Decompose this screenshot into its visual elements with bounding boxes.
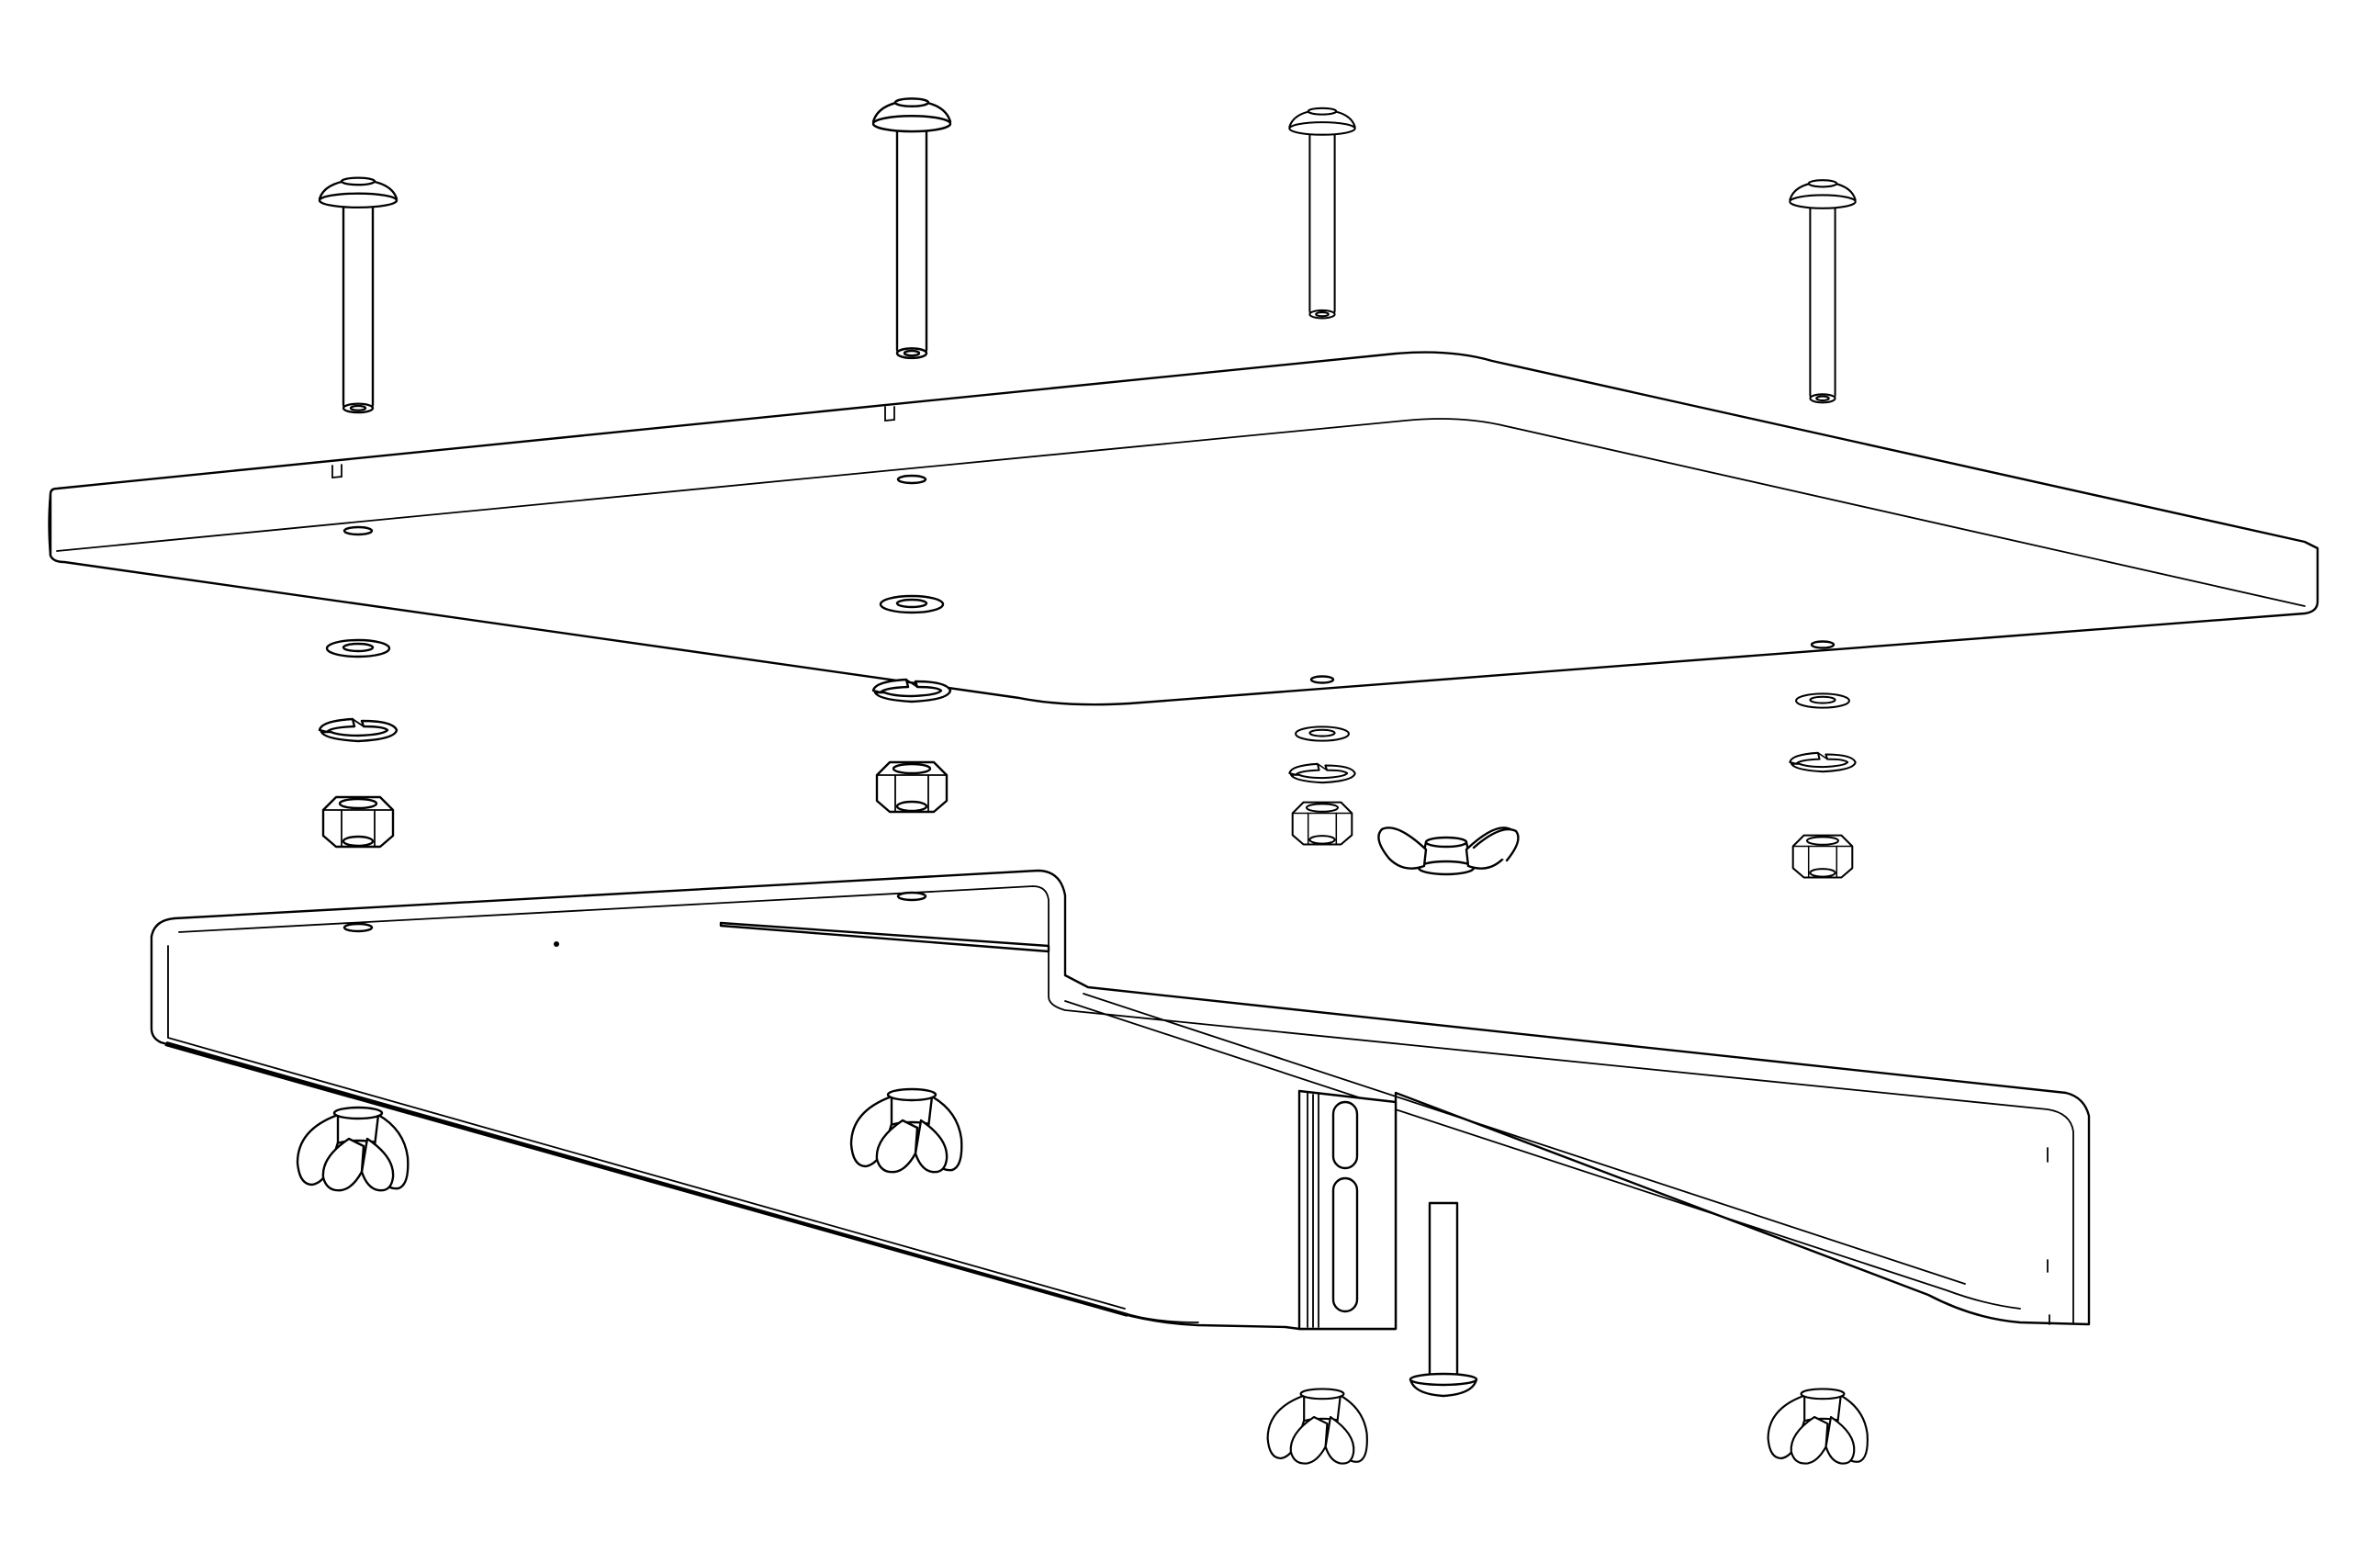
wing-nut-lower-3 [1266,1388,1368,1465]
bracket [150,869,2091,1331]
top-plate [48,351,2319,706]
bolt-4 [1789,179,1857,404]
flat-washer-2 [879,594,945,614]
wing-nut-lower-4 [1767,1388,1869,1465]
lock-washer-4 [1789,751,1857,773]
bolt-lower [1409,1201,1478,1398]
wing-nut-lower-1 [296,1106,410,1192]
lock-washer-2 [871,678,952,703]
fastener-stack-3 [1288,726,1356,846]
bolt-1 [318,176,399,414]
fastener-stack-1 [318,638,399,849]
wing-nut-upper [1377,827,1520,876]
slotted-plate [1297,1089,1398,1331]
hex-nut-3 [1291,801,1353,846]
flat-washer-4 [1795,692,1850,709]
flat-washer-3 [1295,726,1350,742]
fastener-stack-4 [1789,692,1857,879]
hex-nut-4 [1791,834,1854,879]
lock-washer-3 [1288,762,1356,784]
flat-washer-1 [325,638,391,658]
lock-washer-1 [318,717,399,743]
hex-nut-2 [875,760,949,814]
bolt-2 [871,97,952,360]
hex-nut-1 [321,795,395,849]
bolt-3 [1288,107,1356,320]
